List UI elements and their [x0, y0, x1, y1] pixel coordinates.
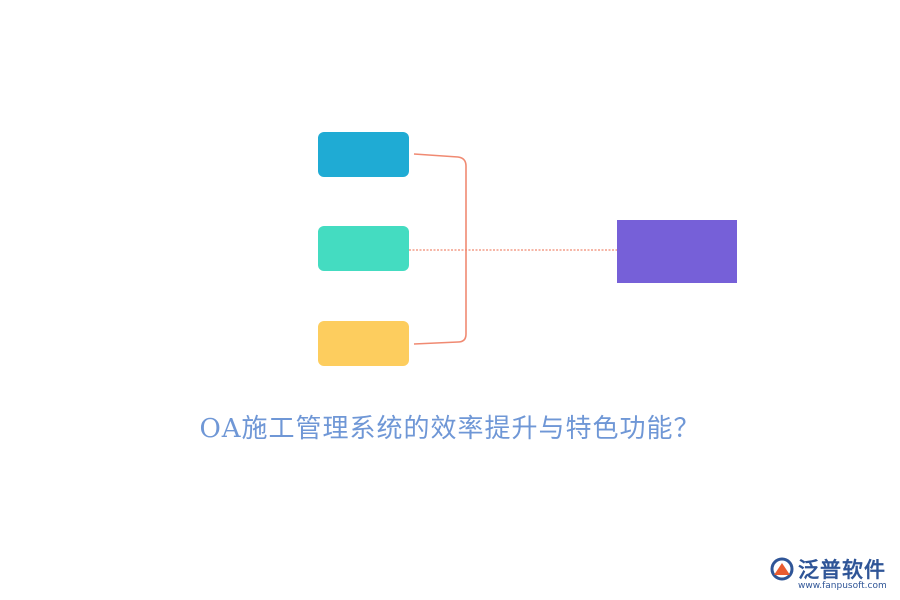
diagram-caption: OA施工管理系统的效率提升与特色功能？ — [199, 414, 701, 444]
diagram-node-1 — [318, 132, 409, 177]
bracket-connector — [413, 153, 467, 345]
fanpu-logo-icon — [770, 557, 794, 581]
target-node — [617, 220, 737, 283]
diagram-node-3 — [318, 321, 409, 366]
diagram-node-2 — [318, 226, 409, 271]
logo-site-text: www.fanpusoft.com — [798, 581, 887, 591]
brand-logo: 泛普软件 www.fanpusoft.com — [768, 553, 892, 593]
logo-brand-text: 泛普软件 — [798, 558, 886, 582]
